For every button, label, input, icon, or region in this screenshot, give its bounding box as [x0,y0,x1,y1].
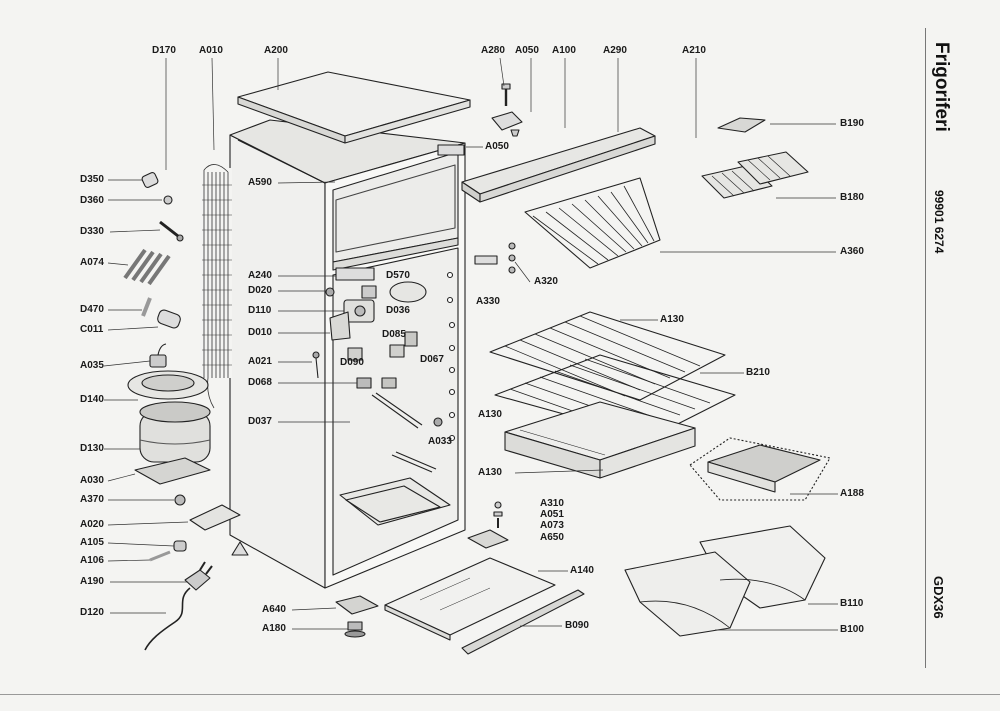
part-label-a030: A030 [80,475,104,486]
part-label-a050: A050 [485,141,509,152]
freezer-wire-shelf [474,177,661,274]
part-label-d470: D470 [80,304,104,315]
part-label-d110: D110 [248,305,272,316]
part-label-d020: D020 [248,285,272,296]
part-label-a190: A190 [80,576,104,587]
part-label-a330: A330 [476,296,500,307]
part-label-d360: D360 [80,195,104,206]
part-label-a310: A310 [540,498,564,509]
part-label-d067: D067 [420,354,444,365]
part-label-a320: A320 [534,276,558,287]
compressor [127,370,211,506]
part-label-a130-lower: A130 [478,467,502,478]
part-label-a050-top: A050 [515,45,539,56]
top-cover [237,71,471,144]
part-label-a100: A100 [552,45,576,56]
part-label-b210: B210 [746,367,770,378]
part-label-a106: A106 [80,555,104,566]
part-label-d140: D140 [80,394,104,405]
sheet-model: GDX36 [931,576,946,619]
sidebar-divider [925,28,926,668]
sheet-title: Frigoriferi [931,42,952,132]
part-label-a010: A010 [199,45,223,56]
part-label-a290: A290 [603,45,627,56]
part-label-a210: A210 [682,45,706,56]
part-label-a640: A640 [262,604,286,615]
part-label-a130-middle: A130 [478,409,502,420]
part-label-a033: A033 [428,436,452,447]
part-label-d085: D085 [382,329,406,340]
part-label-a180: A180 [262,623,286,634]
part-label-a360: A360 [840,246,864,257]
part-label-b110: B110 [840,598,864,609]
internal-parts [312,267,443,427]
part-label-b180: B180 [840,192,864,203]
part-label-b100: B100 [840,624,864,635]
leader-lines [103,57,838,631]
part-label-d330: D330 [80,226,104,237]
bottom-left-parts [144,504,249,651]
vegetable-bins [624,525,826,637]
part-label-a188: A188 [840,488,864,499]
part-label-a035: A035 [80,360,104,371]
part-label-d037: D037 [248,416,272,427]
part-label-a105: A105 [80,537,104,548]
part-label-d090: D090 [340,357,364,368]
part-label-a020: A020 [80,519,104,530]
part-label-a130-upper: A130 [660,314,684,325]
cabinet-body [229,119,466,589]
bottom-center-parts [335,501,585,655]
part-label-a073: A073 [540,520,564,531]
part-label-a370: A370 [80,494,104,505]
condenser-coil [202,164,232,409]
part-label-a280: A280 [481,45,505,56]
part-label-c011: C011 [80,324,104,335]
sheet-code: 99901 6274 [932,190,946,254]
part-label-a074: A074 [80,257,104,268]
crisper-cover-tray [504,401,696,479]
part-label-d350: D350 [80,174,104,185]
part-label-a051: A051 [540,509,564,520]
part-label-a240: A240 [248,270,272,281]
part-label-b190: B190 [840,118,864,129]
top-right-parts [437,83,809,203]
part-label-d068: D068 [248,377,272,388]
part-label-d570: D570 [386,270,410,281]
part-label-d170: D170 [152,45,176,56]
bottom-divider [0,694,1000,695]
part-label-d120: D120 [80,607,104,618]
part-label-d036: D036 [386,305,410,316]
dairy-box [689,437,831,501]
part-label-a650: A650 [540,532,564,543]
left-small-parts [123,172,184,368]
part-label-a200: A200 [264,45,288,56]
part-label-b090: B090 [565,620,589,631]
part-label-a021: A021 [248,356,272,367]
part-label-a590: A590 [248,177,272,188]
part-label-d010: D010 [248,327,272,338]
part-label-a140: A140 [570,565,594,576]
part-label-d130: D130 [80,443,104,454]
fridge-wire-shelves [489,311,736,439]
